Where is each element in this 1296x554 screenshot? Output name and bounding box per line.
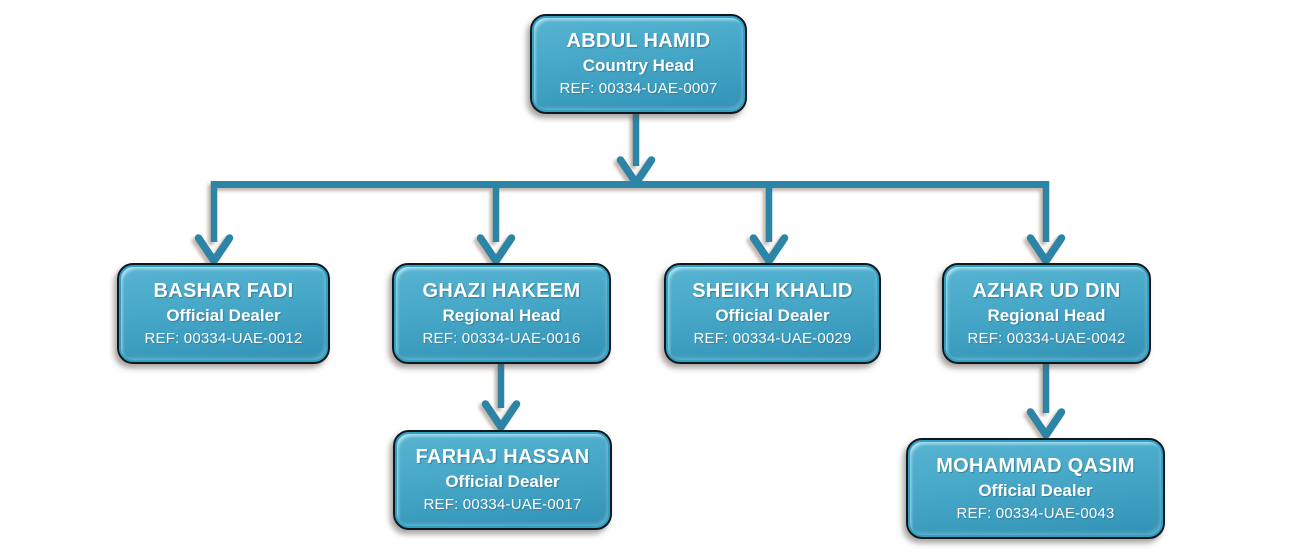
org-node-bashar-fadi: BASHAR FADI Official Dealer REF: 00334-U… — [117, 263, 330, 364]
node-name: SHEIKH KHALID — [692, 279, 853, 302]
edge-azhar-to-qasim — [1026, 364, 1066, 439]
node-name: GHAZI HAKEEM — [422, 279, 581, 302]
node-name: MOHAMMAD QASIM — [936, 454, 1135, 477]
node-ref: REF: 00334-UAE-0029 — [693, 329, 852, 347]
org-node-azhar-ud-din: AZHAR UD DIN Regional Head REF: 00334-UA… — [942, 263, 1151, 364]
node-title: Official Dealer — [715, 305, 830, 325]
node-name: BASHAR FADI — [153, 279, 294, 302]
node-ref: REF: 00334-UAE-0007 — [559, 80, 718, 98]
org-node-mohammad-qasim: MOHAMMAD QASIM Official Dealer REF: 0033… — [906, 438, 1165, 539]
node-title: Official Dealer — [445, 472, 560, 492]
edge-bus-to-azhar — [1026, 181, 1066, 265]
node-name: ABDUL HAMID — [566, 30, 711, 53]
node-name: AZHAR UD DIN — [972, 279, 1121, 302]
node-ref: REF: 00334-UAE-0016 — [422, 329, 581, 347]
edge-bus-to-sheikh — [749, 181, 789, 265]
node-name: FARHAJ HASSAN — [415, 446, 590, 469]
node-title: Official Dealer — [978, 480, 1093, 500]
edge-abdul-to-bus — [616, 112, 656, 187]
node-title: Country Head — [582, 56, 695, 76]
node-ref: REF: 00334-UAE-0042 — [967, 329, 1126, 347]
node-ref: REF: 00334-UAE-0043 — [956, 504, 1115, 522]
node-title: Regional Head — [987, 305, 1106, 325]
edge-bus-to-ghazi — [476, 181, 516, 265]
edge-bus-to-bashar — [194, 181, 234, 265]
edge-ghazi-to-farhaj — [481, 364, 521, 431]
org-node-sheikh-khalid: SHEIKH KHALID Official Dealer REF: 00334… — [664, 263, 881, 364]
node-ref: REF: 00334-UAE-0012 — [144, 329, 303, 347]
node-ref: REF: 00334-UAE-0017 — [423, 496, 582, 514]
org-node-ghazi-hakeem: GHAZI HAKEEM Regional Head REF: 00334-UA… — [392, 263, 611, 364]
org-node-abdul-hamid: ABDUL HAMID Country Head REF: 00334-UAE-… — [530, 14, 747, 114]
org-node-farhaj-hassan: FARHAJ HASSAN Official Dealer REF: 00334… — [393, 430, 612, 530]
node-title: Regional Head — [442, 305, 561, 325]
node-title: Official Dealer — [166, 305, 281, 325]
